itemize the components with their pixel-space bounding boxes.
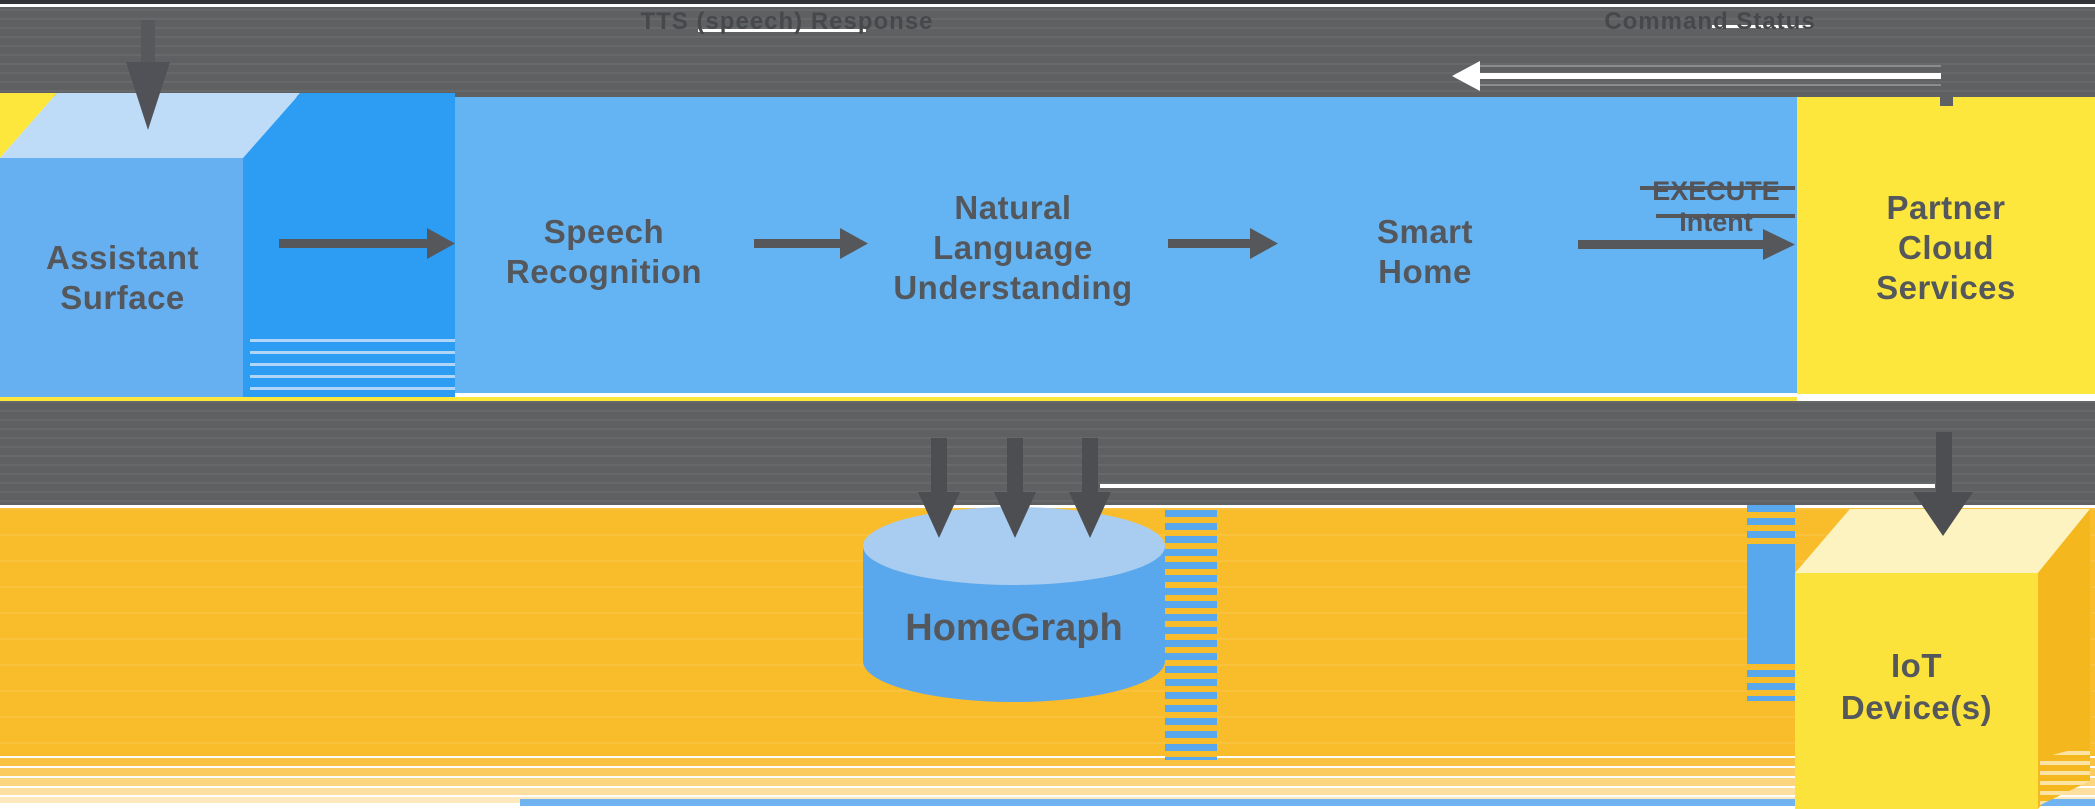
nlu-label: Natural Language Understanding [853,188,1173,308]
iot-devices-label: IoT Device(s) [1795,645,2038,729]
homegraph-arrow-3-shaft [1082,438,1098,496]
cylinder-right-stripe-artifact [1165,510,1217,760]
nlu-label-line3: Understanding [893,269,1133,306]
command-status-arrow-ghost-top [1478,65,1941,67]
assistant-cube-front-face [0,158,243,397]
execute-intent-label-line2: Intent [1679,207,1753,237]
partner-cloud-label-line2: Cloud [1898,229,1994,266]
speech-recognition-label-line2: Recognition [505,253,703,290]
iot-cube-front-face [1795,573,2038,809]
iot-left-stripe-artifact-top [1747,505,1795,547]
tts-response-label: TTS (speech) Response [640,8,934,35]
speech-recognition-label-line1: Speech [543,213,665,250]
top-band-dark-edge [0,0,2095,4]
execute-intent-label: EXECUTE Intent [1616,176,1816,238]
arrow-assistant-to-speech-shaft [279,239,427,248]
iot-devices-label-line2: Device(s) [1840,689,1993,726]
homegraph-cylinder-bottom [863,620,1165,702]
state-update-white-line [1100,484,1935,488]
iot-down-arrow-shaft [1936,432,1952,502]
arrow-nlu-to-smarthome-shaft [1168,239,1250,248]
iot-devices-label-line1: IoT [1891,647,1942,684]
command-status-arrow-line [1478,73,1941,79]
arrow-speech-to-nlu-shaft [754,239,840,248]
top-band-texture [0,0,2095,97]
partner-cloud-label: Partner Cloud Services [1797,188,2095,308]
smart-home-label-line2: Home [1378,253,1472,290]
bottom-blue-line [520,799,2095,806]
iot-left-stripe-artifact-bottom [1747,657,1795,701]
arrow-smarthome-to-partner-shaft [1578,240,1765,249]
assistant-surface-label-line1: Assistant [45,239,200,276]
execute-intent-leader-line-1 [1640,186,1795,190]
tts-label-underline-fragment [698,29,866,32]
partner-cloud-label-line1: Partner [1886,189,2006,226]
partner-cloud-label-line3: Services [1876,269,2016,306]
middle-band-texture [0,401,2095,505]
command-status-underline-fragment [1712,25,1812,28]
pipeline-band [455,97,1797,397]
smart-home-label: Smart Home [1275,212,1575,292]
command-status-connector-tab [1940,97,1953,106]
nlu-label-line1: Natural [954,189,1072,226]
command-status-label: Command Status [1604,8,1816,35]
iot-left-blue-artifact [1747,547,1795,657]
homegraph-arrow-2-shaft [1007,438,1023,496]
tts-response-down-arrow-shaft [141,20,155,70]
execute-intent-leader-line-2 [1656,214,1795,218]
top-band-white-hairline [0,4,2095,7]
execute-intent-label-line1: EXECUTE [1652,176,1780,206]
homegraph-label: HomeGraph [905,607,1123,649]
assistant-cube-side-stripes [250,330,455,397]
homegraph-arrow-1-shaft [931,438,947,496]
partner-cloud-box [1797,97,2095,394]
smart-home-label-line1: Smart [1376,213,1474,250]
speech-recognition-label: Speech Recognition [454,212,754,292]
top-response-band [0,0,2095,97]
pipeline-bottom-white-hairline [0,393,1797,397]
command-status-arrow-ghost-bottom [1478,84,1941,86]
middle-band-bottom-hairline [0,505,2095,508]
pipeline-bottom-yellow-hairline [0,397,1797,401]
amber-band-fade-stripes [0,748,2095,809]
assistant-surface-label: Assistant Surface [0,238,245,318]
assistant-surface-label-line2: Surface [60,279,185,316]
nlu-label-line2: Language [933,229,1093,266]
